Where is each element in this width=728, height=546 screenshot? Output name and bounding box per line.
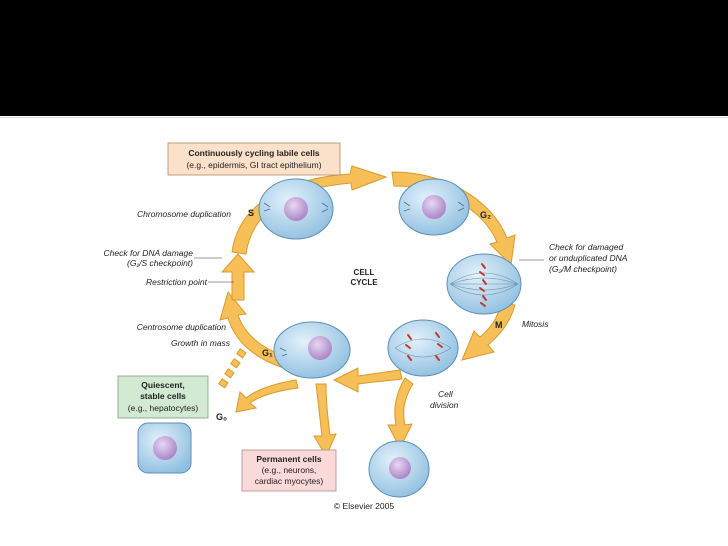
leader-lines	[194, 257, 544, 283]
phase-s-label: S	[248, 208, 254, 218]
cell-division-label-2: division	[430, 400, 459, 410]
cell-division-label-1: Cell	[438, 389, 454, 399]
cell-quiescent	[137, 422, 192, 474]
arrow-restriction	[220, 253, 256, 301]
cell-metaphase	[446, 253, 522, 315]
restriction-point-label: Restriction point	[146, 277, 208, 287]
mitosis-label: Mitosis	[522, 319, 549, 329]
copyright: © Elsevier 2005	[334, 501, 394, 511]
phase-g1-label: G₁	[262, 348, 273, 358]
damaged-dna-check-label-1: Check for damaged	[549, 242, 623, 252]
divider	[0, 117, 728, 118]
dna-damage-check-label-1: Check for DNA damage	[104, 248, 194, 258]
damaged-dna-check-label-3: (G₂/M checkpoint)	[549, 264, 617, 274]
permanent-box-sub-1: (e.g., neurons,	[262, 465, 317, 475]
arrow-division-left	[332, 367, 403, 393]
labile-box-title: Continuously cycling labile cells	[188, 148, 320, 158]
permanent-cells-box: Permanent cells (e.g., neurons, cardiac …	[241, 449, 337, 492]
center-label-1: CELL	[354, 268, 375, 277]
arrow-permanent	[313, 383, 337, 458]
growth-in-mass-label: Growth in mass	[171, 338, 231, 348]
labile-cells-box: Continuously cycling labile cells (e.g.,…	[167, 142, 341, 176]
cell-g1-phase	[273, 321, 351, 379]
chromosome-duplication-label: Chromosome duplication	[137, 209, 231, 219]
phase-m-label: M	[495, 320, 503, 330]
center-label-2: CYCLE	[350, 278, 378, 287]
quiescent-box-title-1: Quiescent,	[141, 380, 184, 390]
quiescent-box-sub: (e.g., hepatocytes)	[128, 403, 199, 413]
cell-permanent	[368, 440, 430, 498]
permanent-box-sub-2: cardiac myocytes)	[255, 476, 324, 486]
arrow-division-down	[387, 377, 414, 450]
quiescent-cells-box: Quiescent, stable cells (e.g., hepatocyt…	[117, 375, 209, 419]
g0-dashed-arrows	[218, 348, 247, 389]
permanent-box-title: Permanent cells	[256, 454, 321, 464]
quiescent-box-title-2: stable cells	[140, 391, 186, 401]
title-bar	[0, 0, 728, 116]
arrow-m	[461, 302, 516, 361]
labile-box-sub: (e.g., epidermis, GI tract epithelium)	[186, 160, 321, 170]
phase-g0-label: G₀	[216, 412, 227, 422]
dna-damage-check-label-2: (G₁/S checkpoint)	[127, 258, 193, 268]
cell-s-phase	[258, 178, 334, 240]
cycle-arrows	[219, 165, 516, 458]
cell-anaphase	[387, 319, 459, 377]
damaged-dna-check-label-2: or unduplicated DNA	[549, 253, 628, 263]
arrow-g0	[235, 379, 299, 413]
cell-g2-phase	[398, 178, 470, 236]
phase-g2-label: G₂	[480, 210, 491, 220]
centrosome-duplication-label: Centrosome duplication	[137, 322, 227, 332]
